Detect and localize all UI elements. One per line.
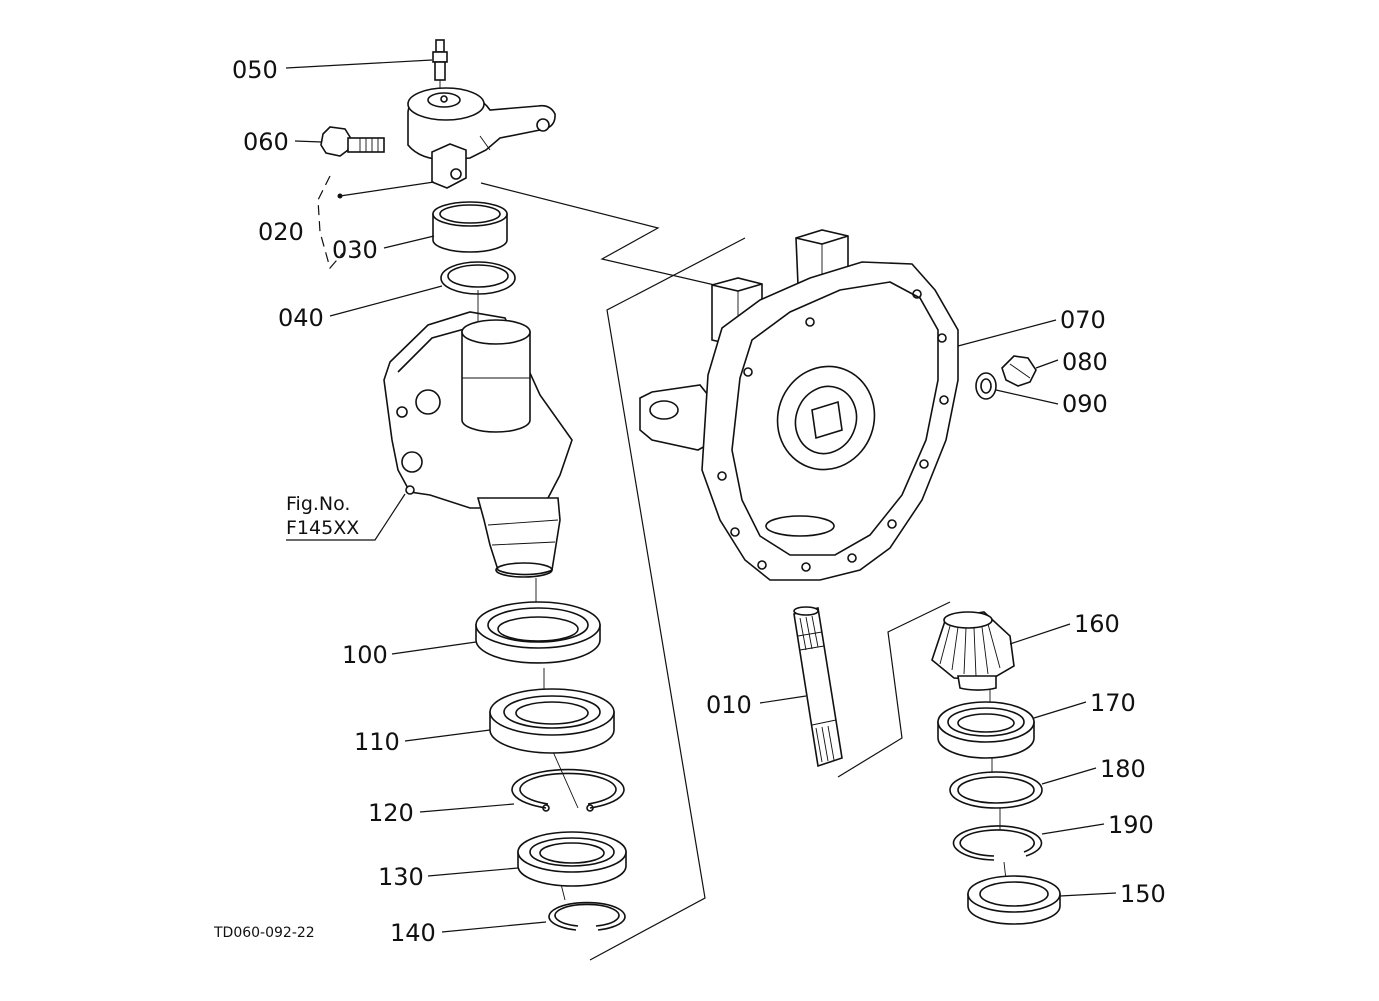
bevel-gear-part-160: [931, 611, 1015, 691]
part-label-190: 190: [1108, 811, 1154, 839]
washer-part-090: [975, 372, 997, 400]
seal-part-150: [967, 875, 1061, 925]
snap-ring-part-140: [548, 901, 626, 931]
part-label-160: 160: [1074, 610, 1120, 638]
part-label-180: 180: [1100, 755, 1146, 783]
part-label-080: 080: [1062, 348, 1108, 376]
part-label-010: 010: [706, 691, 752, 719]
gear-case-part-070: [639, 229, 959, 581]
bolt-part-060: [320, 126, 385, 157]
ball-bearing-part-130: [517, 831, 627, 887]
part-label-060: 060: [243, 128, 289, 156]
part-label-130: 130: [378, 863, 424, 891]
part-labels: 050 060 020 030 040 070 080 090 Fig.No. …: [213, 56, 1166, 947]
grease-nipple-part-050: [432, 39, 448, 100]
ball-bearing-part-170: [937, 701, 1035, 759]
bushing-part-030: [432, 201, 508, 253]
part-label-040: 040: [278, 304, 324, 332]
figure-reference-line2: F145XX: [286, 517, 359, 539]
snap-ring-part-190: [952, 825, 1043, 861]
part-label-030: 030: [332, 236, 378, 264]
part-label-050: 050: [232, 56, 278, 84]
part-label-070: 070: [1060, 306, 1106, 334]
plug-part-080: [1001, 355, 1037, 387]
part-label-090: 090: [1062, 390, 1108, 418]
leader-lines: [285, 59, 1117, 933]
shaft-part-010: [793, 606, 843, 768]
drawing-code: TD060-092-22: [213, 925, 315, 941]
snap-ring-part-120: [511, 768, 625, 812]
part-label-170: 170: [1090, 689, 1136, 717]
seal-part-040: [440, 261, 516, 295]
assembly-boundary-lines: [317, 175, 951, 961]
part-label-120: 120: [368, 799, 414, 827]
part-label-110: 110: [354, 728, 400, 756]
part-label-150: 150: [1120, 880, 1166, 908]
oil-seal-part-100: [475, 601, 601, 664]
figure-reference-line1: Fig.No.: [286, 493, 350, 515]
kingpin-housing: [383, 311, 573, 578]
ring-part-180: [949, 771, 1043, 809]
steering-arm-part-020: [407, 87, 556, 189]
part-label-100: 100: [342, 641, 388, 669]
part-label-020: 020: [258, 218, 304, 246]
ball-bearing-part-110: [489, 688, 615, 754]
part-label-140: 140: [390, 919, 436, 947]
